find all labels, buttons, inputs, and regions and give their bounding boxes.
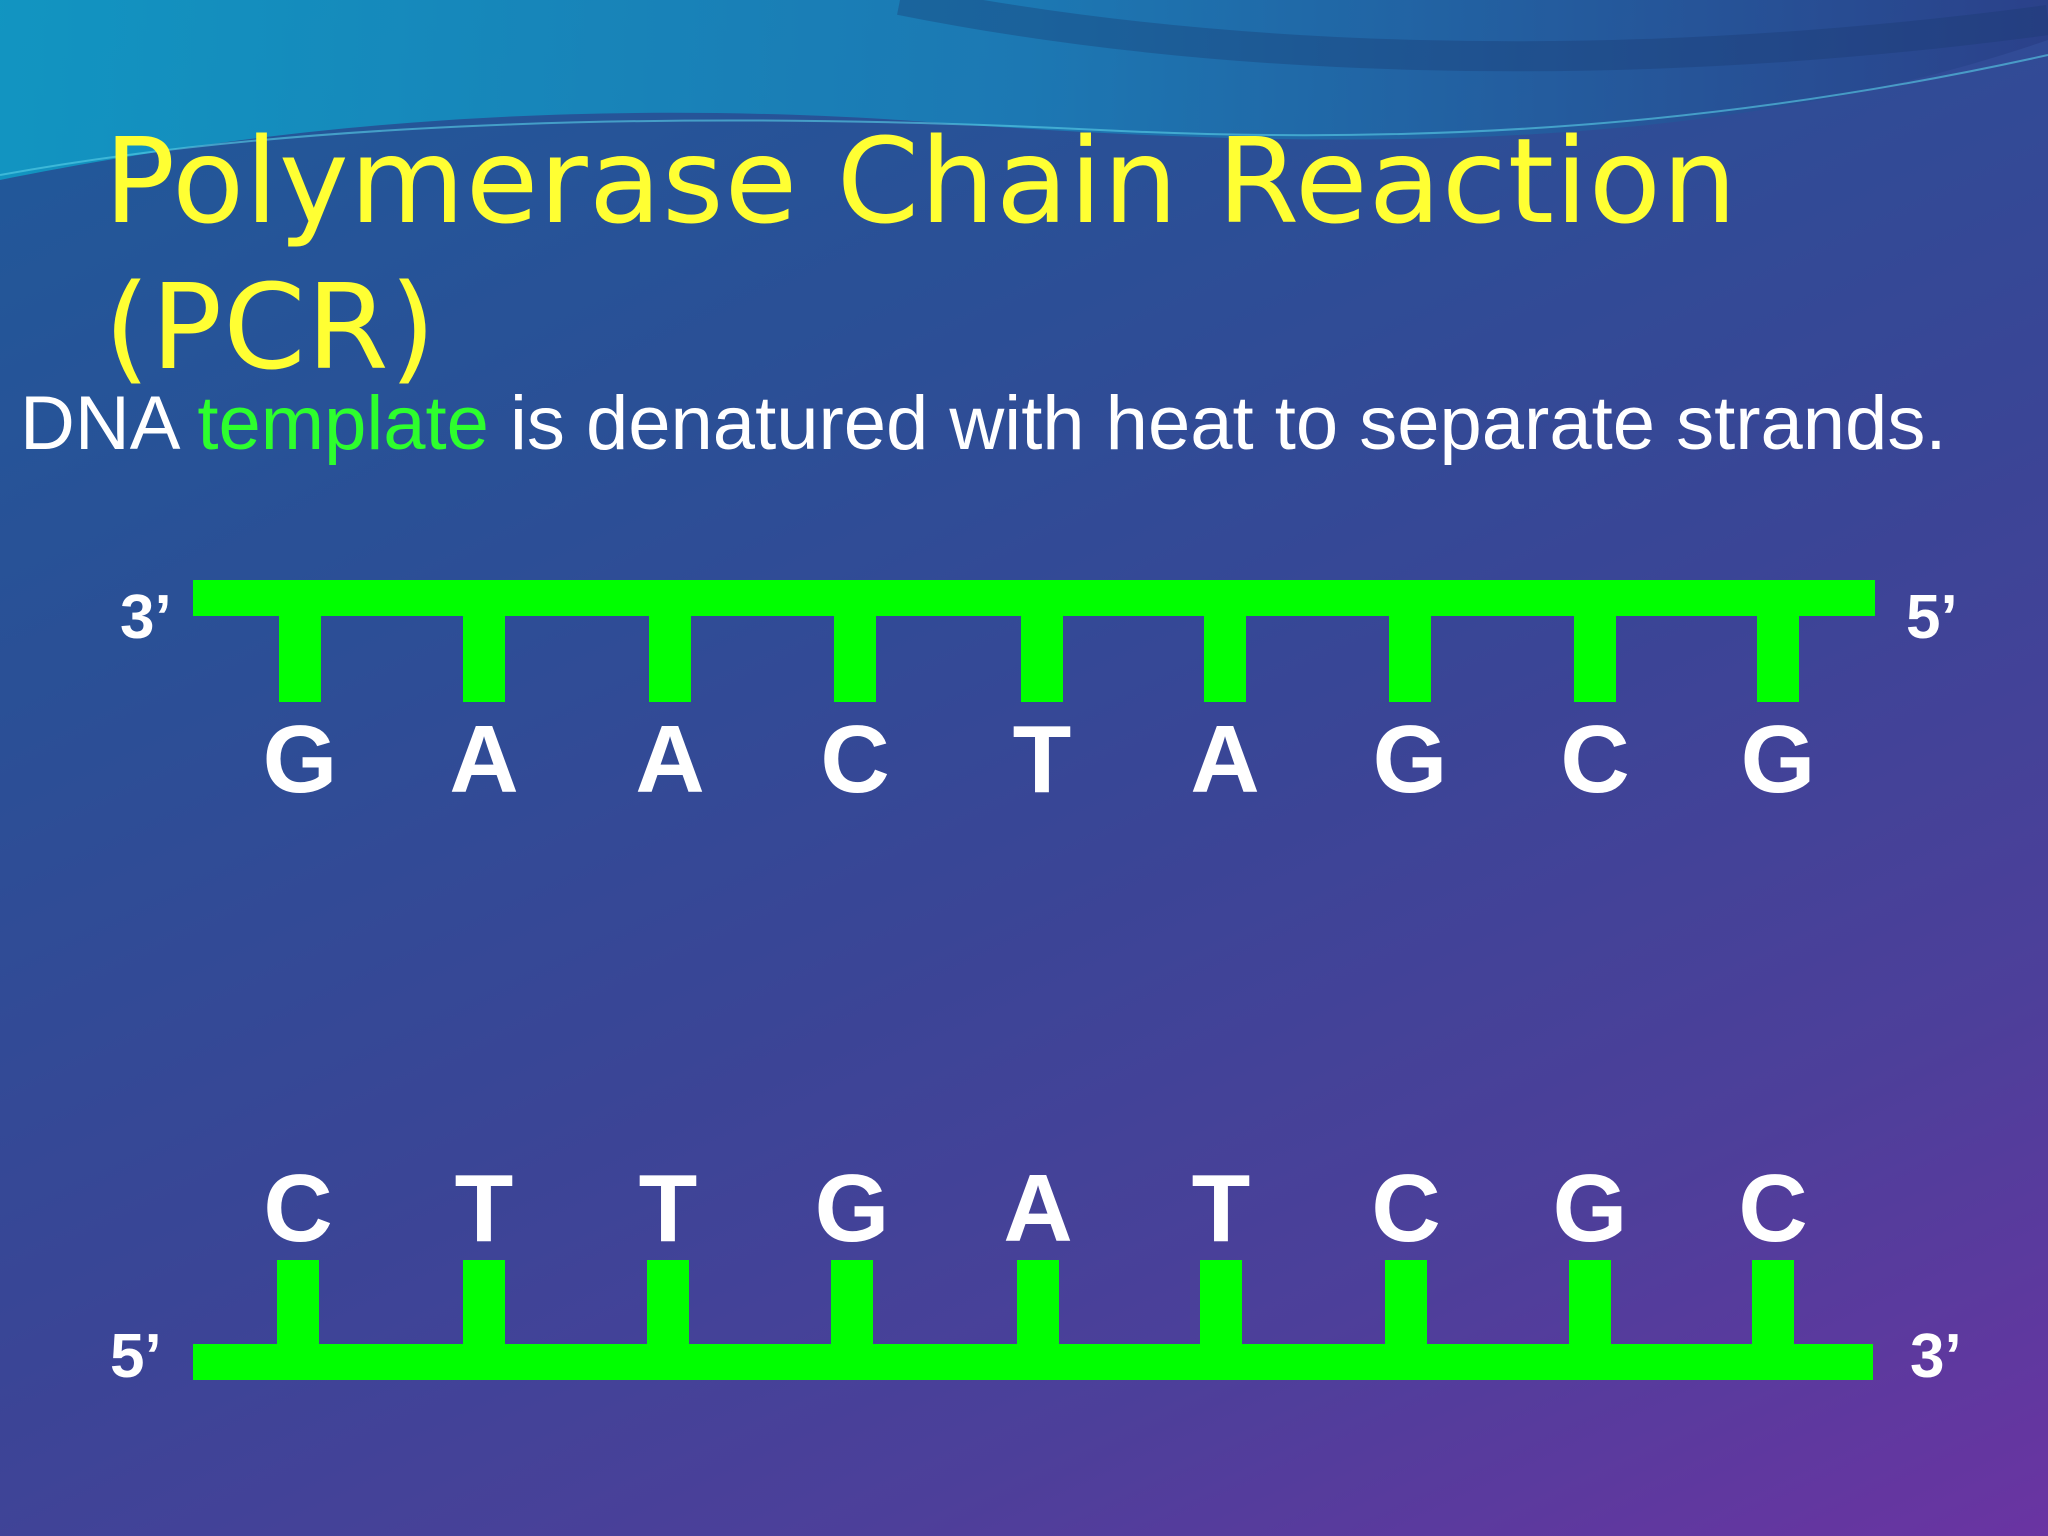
slide-title: Polymerase Chain Reaction (PCR) [104, 108, 1904, 400]
top-strand-rung [279, 612, 321, 702]
top-strand-rung [834, 612, 876, 702]
top-strand-rung [1574, 612, 1616, 702]
bottom-strand-rung [1200, 1260, 1242, 1348]
bottom-strand-backbone [193, 1344, 1873, 1380]
top-strand-backbone [193, 580, 1875, 616]
top-strand-right-end-label: 5’ [1906, 583, 1958, 652]
bottom-strand-rung [463, 1260, 505, 1348]
top-strand-base-1: G [262, 706, 338, 813]
top-strand-base-9: G [1740, 706, 1816, 813]
bottom-strand-base-5: A [1003, 1155, 1073, 1262]
top-strand-base-2: A [449, 706, 519, 813]
subtitle-prefix: DNA [20, 381, 198, 466]
bottom-strand-base-1: C [263, 1155, 333, 1262]
bottom-strand-rung [1752, 1260, 1794, 1348]
top-strand-rung [1021, 612, 1063, 702]
bottom-strand-base-7: C [1371, 1155, 1441, 1262]
top-strand-rung [1389, 612, 1431, 702]
title-line-1: Polymerase Chain Reaction [104, 112, 1738, 250]
subtitle-suffix: is denatured with heat to separate stran… [488, 381, 1947, 466]
bottom-strand-rung [1569, 1260, 1611, 1348]
bottom-strand-base-8: G [1552, 1155, 1628, 1262]
top-strand-base-8: C [1560, 706, 1630, 813]
bottom-strand-rung [277, 1260, 319, 1348]
bottom-strand-rung [1017, 1260, 1059, 1348]
title-line-2: (PCR) [104, 258, 437, 396]
bottom-strand-base-2: T [454, 1155, 514, 1262]
bottom-strand-left-end-label: 5’ [110, 1322, 162, 1391]
top-strand-base-4: C [820, 706, 890, 813]
top-strand-rung [1204, 612, 1246, 702]
top-strand-base-7: G [1372, 706, 1448, 813]
bottom-strand-rung [1385, 1260, 1427, 1348]
bottom-strand-base-3: T [638, 1155, 698, 1262]
top-strand-rung [649, 612, 691, 702]
bottom-strand-rung [831, 1260, 873, 1348]
top-strand-base-6: A [1190, 706, 1260, 813]
slide-subtitle: DNA template is denatured with heat to s… [20, 380, 1946, 468]
top-strand-left-end-label: 3’ [120, 583, 172, 652]
top-strand-rung [463, 612, 505, 702]
bottom-strand-rung [647, 1260, 689, 1348]
bottom-strand-base-9: C [1738, 1155, 1808, 1262]
top-strand-rung [1757, 612, 1799, 702]
bottom-strand-right-end-label: 3’ [1910, 1322, 1962, 1391]
bottom-strand-base-4: G [814, 1155, 890, 1262]
bottom-strand-base-6: T [1191, 1155, 1251, 1262]
top-strand-base-3: A [635, 706, 705, 813]
subtitle-highlight: template [197, 381, 489, 466]
background-wave [0, 0, 2048, 180]
top-strand-base-5: T [1012, 706, 1072, 813]
